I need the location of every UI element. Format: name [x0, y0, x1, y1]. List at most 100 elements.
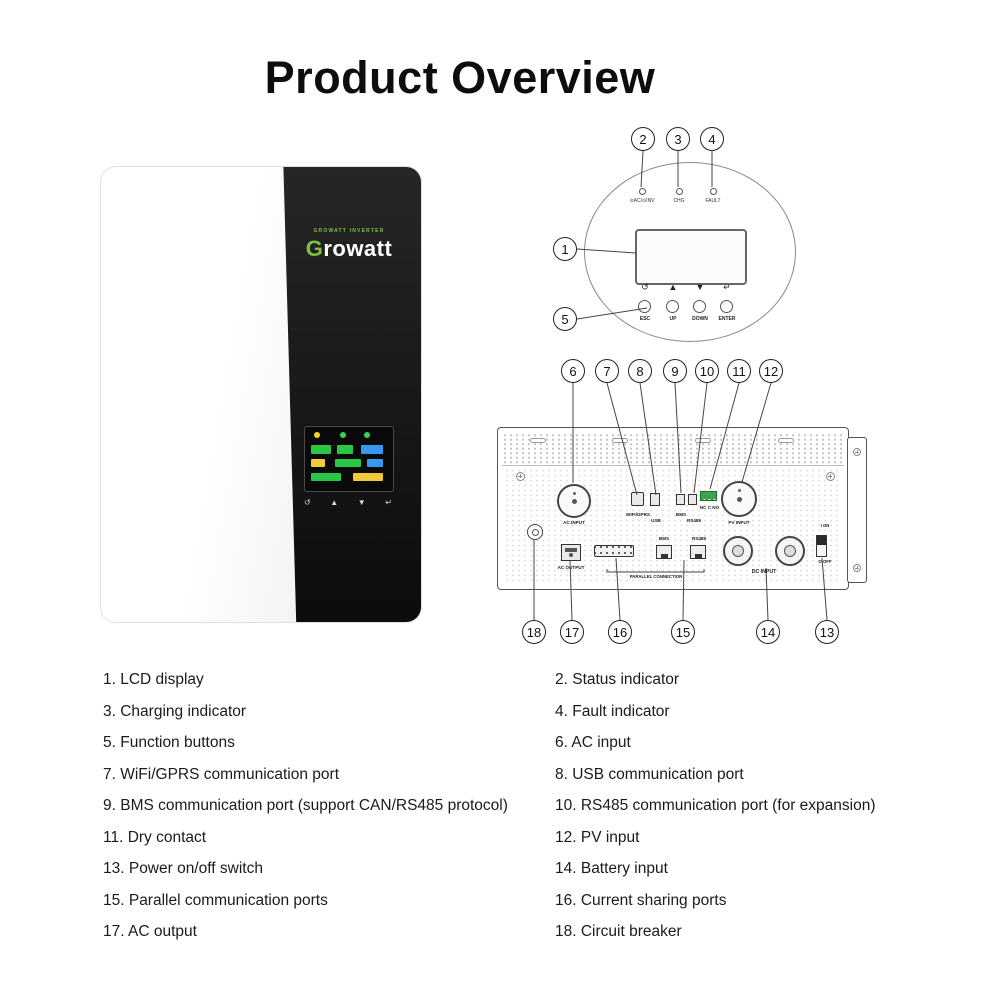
parallel-port-1 — [656, 545, 672, 559]
callout-14: 14 — [756, 620, 780, 644]
inverter-front-panel — [283, 167, 421, 622]
up-button — [666, 300, 679, 313]
switch-on-label: I ON — [820, 523, 830, 528]
screw-icon — [853, 448, 861, 456]
device-lcd-screen — [304, 426, 394, 492]
down-button — [693, 300, 706, 313]
legend-item-10: 10. RS485 communication port (for expans… — [555, 797, 876, 814]
rj45-bms-label: BMS — [658, 536, 670, 541]
enter-button-label: ENTER — [718, 316, 736, 322]
ac-input-label: AC INPUT — [563, 520, 585, 525]
up-button-label: UP — [669, 316, 677, 322]
lcd-graphics — [335, 459, 361, 467]
callout-10: 10 — [695, 359, 719, 383]
callout-16: 16 — [608, 620, 632, 644]
esc-button — [638, 300, 651, 313]
enter-button — [720, 300, 733, 313]
device-led-1 — [314, 432, 320, 438]
rj45-rs485-label: RS485 — [691, 536, 707, 541]
screw-icon — [516, 472, 525, 481]
legend-item-15: 15. Parallel communication ports — [103, 891, 328, 909]
ac-output-port — [561, 544, 581, 561]
up-icon: ▲ — [330, 498, 339, 507]
callout-17: 17 — [560, 620, 584, 644]
legend-item-18: 18. Circuit breaker — [555, 923, 682, 940]
battery-input-terminal-1 — [723, 536, 753, 566]
up-icon: ▲ — [668, 282, 678, 292]
callout-3: 3 — [666, 127, 690, 151]
charging-indicator-label: CHG — [673, 198, 685, 204]
mounting-slot — [695, 438, 711, 443]
callout-11: 11 — [727, 359, 751, 383]
device-led-2 — [340, 432, 346, 438]
bms-port — [676, 494, 685, 505]
brand-tagline: GROWATT INVERTER — [313, 228, 385, 234]
usb-label: USB — [651, 518, 661, 523]
parallel-port-2 — [690, 545, 706, 559]
callout-18: 18 — [522, 620, 546, 644]
lcd-graphics — [353, 473, 383, 481]
legend-item-14: 14. Battery input — [555, 860, 668, 877]
legend-item-11: 11. Dry contact — [103, 828, 207, 846]
callout-13: 13 — [815, 620, 839, 644]
bottom-panel-diagram: AC INPUT WIFI/GPRS USB BMS RS485 NC C NO… — [497, 427, 849, 590]
wifi-gprs-port — [631, 492, 644, 506]
status-indicator-led — [639, 188, 646, 195]
mounting-slot — [778, 438, 794, 443]
ac-input-port — [557, 484, 591, 518]
usb-port — [650, 493, 660, 506]
fault-indicator-label: FAULT — [705, 198, 721, 204]
top-panel-diagram: ⊙AC/⊙INV CHG FAULT ↺ ▲ ▼ ↵ ESC UP DOWN E… — [584, 162, 796, 342]
callout-9: 9 — [663, 359, 687, 383]
logo-rest: rowatt — [323, 236, 393, 261]
charging-indicator-led — [676, 188, 683, 195]
wifi-gprs-label: WIFI/GPRS — [626, 512, 650, 517]
rs485-port — [688, 494, 697, 505]
mounting-slot — [612, 438, 628, 443]
callout-5: 5 — [553, 307, 577, 331]
dc-input-label: DC INPUT — [751, 569, 777, 575]
legend-item-3: 3. Charging indicator — [103, 702, 247, 720]
screw-icon — [853, 564, 861, 572]
power-switch — [816, 535, 827, 557]
lcd-graphics — [367, 459, 383, 467]
legend-item-17: 17. AC output — [103, 923, 197, 940]
legend-item-7: 7. WiFi/GPRS communication port — [103, 765, 340, 783]
side-bracket — [847, 437, 867, 583]
legend: 1. LCD display 2. Status indicator 3. Ch… — [103, 669, 933, 943]
status-indicator-label: ⊙AC/⊙INV — [629, 198, 655, 204]
lcd-graphics — [311, 473, 341, 481]
dry-contact-terminal — [700, 491, 717, 501]
legend-item-8: 8. USB communication port — [555, 765, 744, 783]
legend-item-12: 12. PV input — [555, 828, 640, 846]
legend-item-1: 1. LCD display — [103, 671, 204, 688]
callout-12: 12 — [759, 359, 783, 383]
callout-7: 7 — [595, 359, 619, 383]
device-function-buttons: ↺ ▲ ▼ ↵ — [304, 498, 392, 507]
current-sharing-port — [594, 545, 634, 557]
mounting-slot — [530, 438, 546, 443]
circuit-breaker — [527, 524, 543, 540]
down-icon: ▼ — [357, 498, 366, 507]
ac-output-label: AC OUTPUT — [557, 565, 585, 570]
screw-icon — [826, 472, 835, 481]
parallel-connection-label: PARALLEL CONNECTION — [629, 574, 683, 579]
legend-item-9: 9. BMS communication port (support CAN/R… — [103, 797, 508, 814]
device-led-3 — [364, 432, 370, 438]
switch-off-label: O OFF — [818, 559, 832, 564]
inverter-product-image: GROWATT INVERTER Growatt ↺ ▲ ▼ ↵ — [100, 166, 422, 623]
legend-item-6: 6. AC input — [555, 734, 631, 751]
rs485-label: RS485 — [686, 518, 702, 523]
callout-8: 8 — [628, 359, 652, 383]
legend-item-5: 5. Function buttons — [103, 734, 235, 751]
lcd-graphics — [337, 445, 353, 454]
esc-icon: ↺ — [304, 498, 311, 507]
esc-button-label: ESC — [639, 316, 651, 322]
callout-15: 15 — [671, 620, 695, 644]
legend-item-2: 2. Status indicator — [555, 671, 680, 688]
fault-indicator-led — [710, 188, 717, 195]
down-icon: ▼ — [695, 282, 705, 292]
growatt-logo: Growatt — [297, 236, 401, 262]
pv-input-label: PV INPUT — [728, 520, 750, 525]
esc-icon: ↺ — [641, 282, 649, 292]
